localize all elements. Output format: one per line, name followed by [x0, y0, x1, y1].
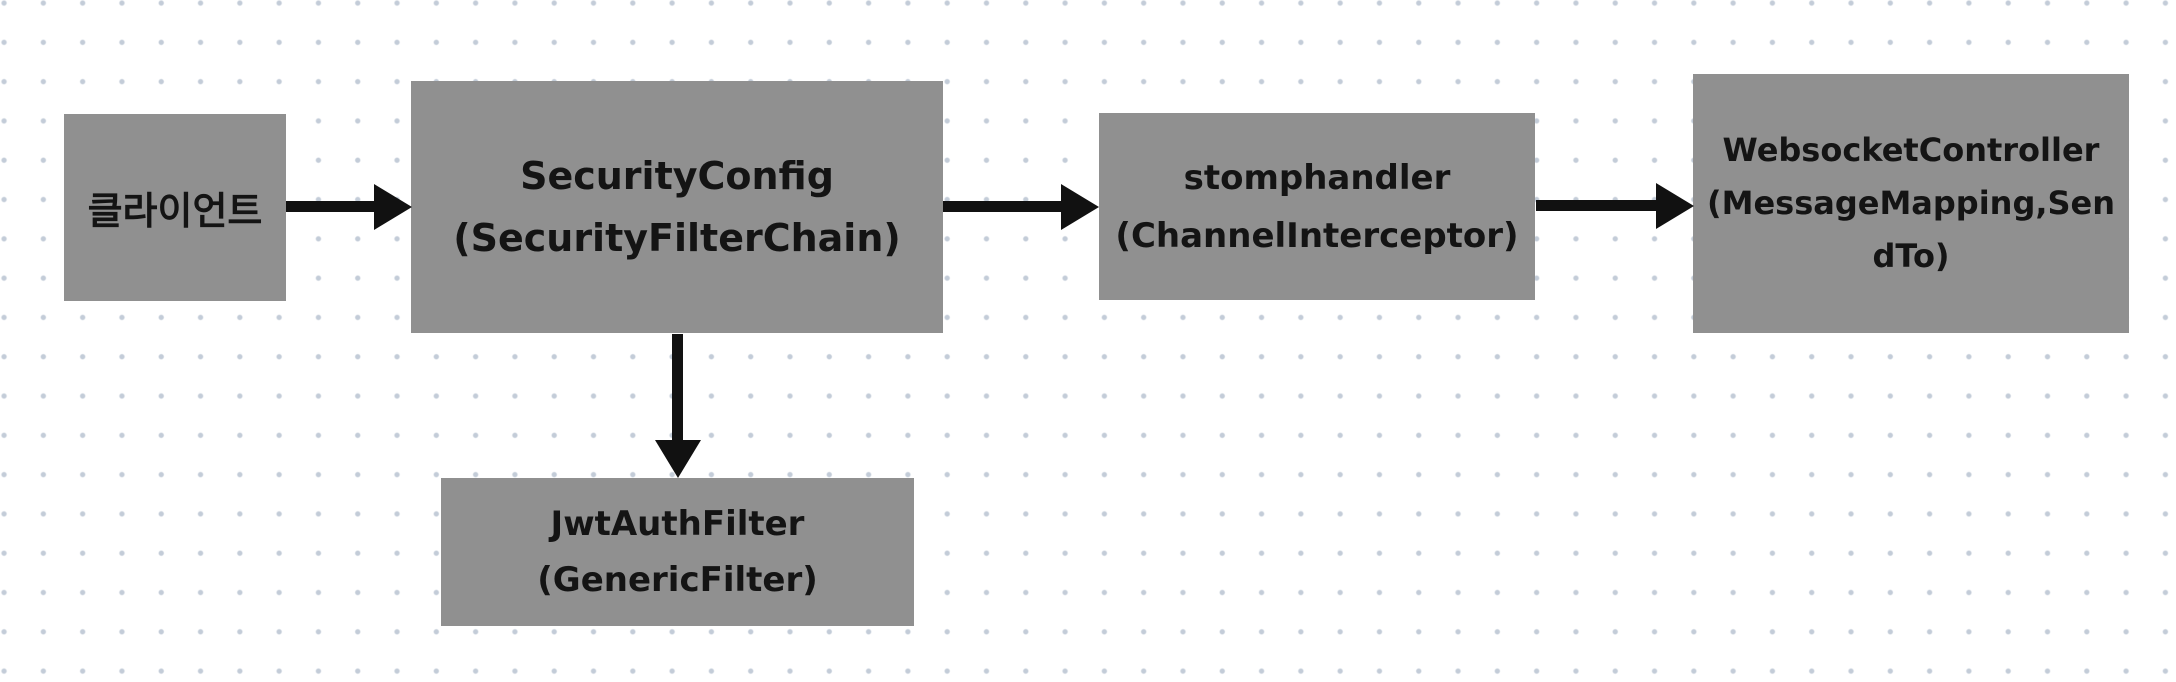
node-stomp-handler-label-line-2: (ChannelInterceptor) [1115, 215, 1519, 256]
arrowhead-right-icon [1061, 184, 1099, 230]
node-security-config-label-line-2: (SecurityFilterChain) [453, 216, 901, 260]
node-client-label: 클라이언트 [87, 189, 263, 233]
node-jwt-auth-filter-label-line-1: JwtAuthFilter [550, 504, 805, 544]
node-websocket-controller: WebsocketController (MessageMapping,Sen … [1693, 74, 2129, 333]
node-security-config-label-line-1: SecurityConfig [520, 154, 834, 198]
node-websocket-controller-label-line-2: (MessageMapping,Sen [1706, 184, 2116, 222]
arrowhead-down-icon [655, 440, 701, 478]
node-jwt-auth-filter: JwtAuthFilter (GenericFilter) [441, 478, 914, 626]
node-websocket-controller-label-line-3: dTo) [1872, 237, 1950, 275]
arrow-shaft [286, 201, 378, 212]
node-stomp-handler-label-line-1: stomphandler [1183, 157, 1451, 198]
arrow-shaft [943, 201, 1065, 212]
node-stomp-handler: stomphandler (ChannelInterceptor) [1099, 113, 1535, 300]
node-client: 클라이언트 [64, 114, 286, 301]
arrowhead-right-icon [1656, 183, 1694, 229]
arrowhead-right-icon [374, 184, 412, 230]
arrow-shaft [1536, 200, 1658, 211]
arrow-shaft [672, 334, 683, 444]
node-websocket-controller-label-line-1: WebsocketController [1722, 131, 2100, 169]
node-security-config: SecurityConfig (SecurityFilterChain) [411, 81, 943, 333]
node-jwt-auth-filter-label-line-2: (GenericFilter) [537, 560, 818, 600]
